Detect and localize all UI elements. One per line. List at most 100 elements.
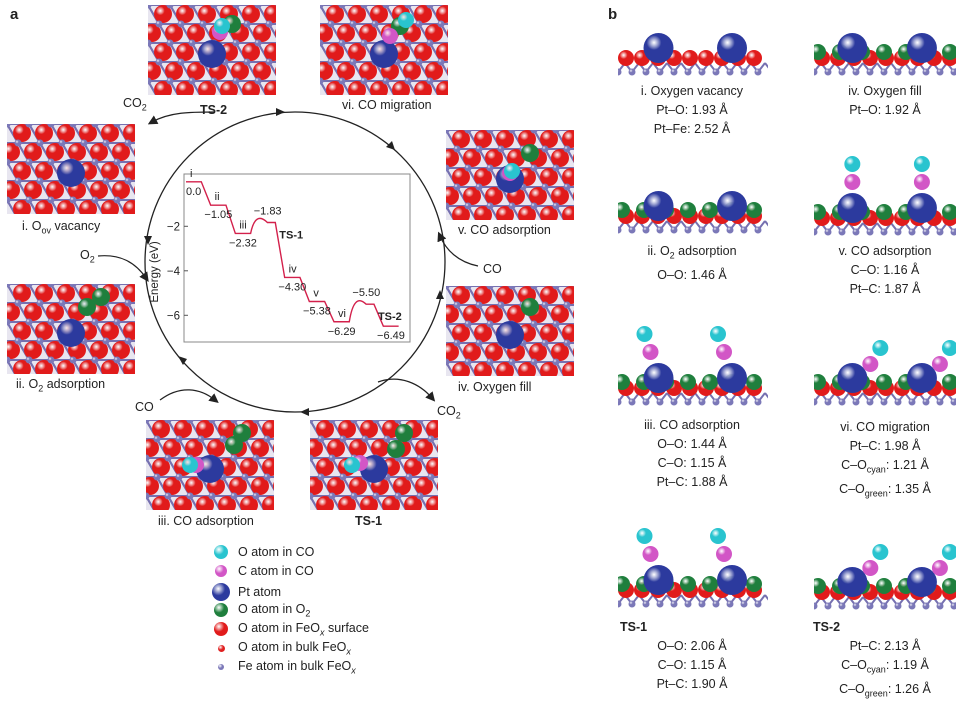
pt-atom	[906, 363, 937, 393]
co-oxygen-atom	[182, 457, 198, 473]
energy-value-label: −2.32	[229, 237, 257, 249]
surface-oxygen-atom	[359, 62, 377, 80]
fe-atom	[453, 145, 461, 153]
fe-atom	[164, 420, 172, 424]
measure-block-vi: vi. CO migration Pt–C: 1.98 Å C–Ocyan: 1…	[805, 418, 963, 503]
fe-atom	[124, 299, 132, 307]
fe-atom	[628, 226, 636, 234]
surface-oxygen-atom	[165, 24, 183, 42]
co-oxygen-atom	[214, 18, 230, 34]
fe-atom	[684, 600, 692, 608]
surface-oxygen-atom	[187, 62, 205, 80]
fe-atom	[7, 196, 11, 204]
fe-atom	[552, 130, 560, 134]
fe-atom	[146, 454, 150, 462]
co-oxygen-atom	[872, 544, 889, 560]
measure-line: Pt–C: 1.88 Å	[656, 475, 728, 489]
surface-oxygen-atom	[163, 439, 181, 457]
surface-oxygen-atom	[242, 43, 260, 61]
surface-oxygen-atom	[152, 458, 170, 476]
surface-oxygen-atom	[337, 62, 355, 80]
co-carbon-atom	[913, 174, 930, 190]
surface-oxygen-atom	[496, 130, 514, 148]
fe-atom	[102, 337, 110, 345]
fe-atom	[908, 398, 916, 406]
fe-atom	[338, 77, 346, 85]
fe-atom	[7, 158, 11, 166]
surface-oxygen-atom	[46, 181, 64, 199]
fe-atom	[47, 284, 55, 288]
fe-atom	[415, 20, 423, 28]
surface-oxygen-atom	[185, 439, 203, 457]
fe-atom	[230, 454, 238, 462]
fe-atom	[814, 398, 818, 406]
fe-atom	[146, 492, 150, 500]
surface-oxygen-atom	[551, 305, 569, 323]
o2-oxygen-atom	[942, 374, 956, 390]
o2-oxygen-atom	[78, 298, 96, 316]
surface-oxygen-atom	[253, 24, 271, 42]
surface-oxygen-atom	[496, 286, 514, 304]
cycle-arrowhead	[178, 356, 187, 365]
fe-atom	[360, 77, 368, 85]
fe-atom	[712, 600, 720, 608]
fe-atom	[338, 39, 346, 47]
measure-title: i. Oxygen vacancy	[640, 84, 744, 98]
surface-oxygen-atom	[446, 343, 459, 361]
surface-oxygen-atom	[682, 50, 698, 66]
surface-oxygen-atom	[562, 362, 574, 376]
surface-oxygen-atom	[573, 309, 574, 319]
surface-oxygen-atom	[452, 286, 470, 304]
fe-atom	[232, 39, 240, 47]
surface-oxygen-atom	[370, 5, 388, 23]
surface-oxygen-atom	[540, 168, 558, 186]
surface-oxygen-atom	[338, 420, 356, 438]
surface-oxygen-atom	[35, 284, 53, 302]
fe-atom	[684, 226, 692, 234]
side-view-ts1	[618, 520, 768, 612]
pt-atom	[717, 565, 747, 595]
surface-oxygen-atom	[338, 496, 356, 510]
surface-oxygen-atom	[152, 496, 170, 510]
measure-line: C–Ogreen: 1.35 Å	[839, 481, 931, 499]
ts-label: TS-2	[378, 311, 402, 323]
fe-atom	[58, 139, 66, 147]
legend-item: Pt atom	[212, 583, 281, 601]
fe-atom	[712, 68, 720, 76]
pt-atom	[717, 33, 747, 63]
surface-oxygen-atom	[404, 458, 422, 476]
fe-atom	[486, 164, 494, 172]
measure-title: TS-2	[813, 620, 841, 634]
surface-oxygen-atom	[148, 62, 161, 80]
cycle-arrows	[97, 108, 479, 416]
fe-atom	[726, 68, 734, 76]
surface-oxygen-atom	[240, 458, 258, 476]
surface-oxygen-atom	[425, 24, 443, 42]
surface-oxygen-atom	[123, 162, 135, 180]
fe-atom	[265, 20, 273, 28]
surface-oxygen-atom	[146, 477, 159, 495]
measure-line: C–Ocyan: 1.21 Å	[841, 458, 929, 475]
fe-atom	[698, 398, 706, 406]
o2-oxygen-atom	[680, 576, 696, 592]
fe-atom	[382, 5, 390, 9]
o2-oxygen-atom	[746, 202, 762, 218]
co2-output-bottom: CO2	[437, 404, 461, 421]
panel-a-label: a	[10, 6, 19, 23]
surface-oxygen-atom	[154, 81, 172, 95]
fe-atom	[530, 202, 538, 210]
fe-atom	[350, 420, 358, 424]
measure-title: v. CO adsorption	[838, 244, 932, 258]
surface-oxygen-atom	[57, 284, 75, 302]
surface-oxygen-atom	[13, 360, 31, 374]
measure-line: O–O: 1.44 Å	[657, 437, 727, 451]
fe-atom	[530, 320, 538, 328]
surface-oxygen-atom	[79, 200, 97, 214]
pt-atom	[837, 193, 868, 223]
surface-oxygen-atom	[425, 62, 443, 80]
fe-atom	[453, 339, 461, 347]
surface-oxygen-atom	[474, 286, 492, 304]
surface-oxygen-atom	[174, 420, 192, 438]
fe-atom	[541, 145, 549, 153]
pt-atom	[643, 363, 674, 393]
